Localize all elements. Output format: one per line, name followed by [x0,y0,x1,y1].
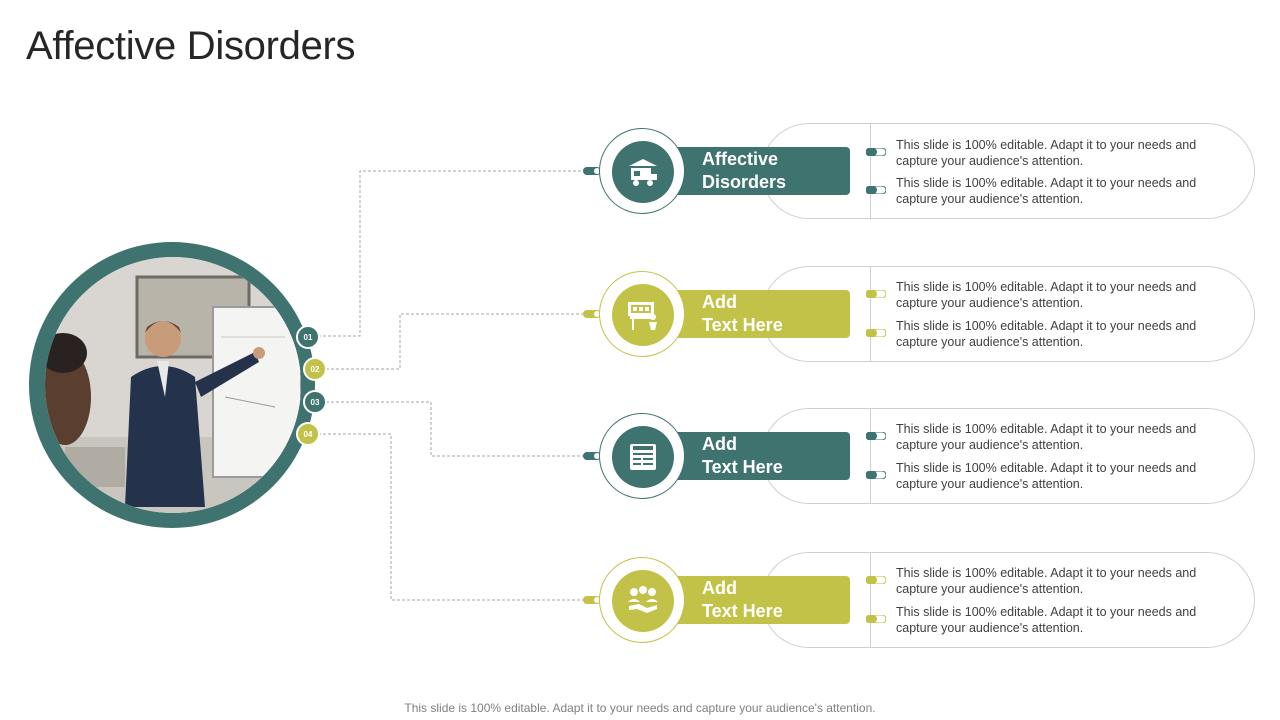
number-badge-03: 03 [303,390,327,414]
item-label-bar-3 [665,432,850,480]
item-label-3: Add Text Here [702,433,842,479]
connector-line-4 [318,433,588,601]
handshake-group-icon [612,570,674,632]
item-icon-ring-2 [599,271,685,357]
item-divider-4 [870,552,871,648]
food-stall-icon [612,284,674,346]
item-1-point-2: This slide is 100% editable. Adapt it to… [896,176,1197,206]
presenter-photo [45,257,301,513]
bullet-marker [866,615,886,623]
item-4-point-2: This slide is 100% editable. Adapt it to… [896,605,1197,635]
item-2-point-1: This slide is 100% editable. Adapt it to… [896,280,1197,310]
item-3-point-2: This slide is 100% editable. Adapt it to… [896,461,1197,491]
item-icon-ring-1 [599,128,685,214]
item-4-point-1: This slide is 100% editable. Adapt it to… [896,566,1197,596]
food-truck-icon [612,141,674,203]
item-label-bar-4 [665,576,850,624]
item-icon-ring-4 [599,557,685,643]
item-label-1-line1: Affective [702,149,779,169]
item-icon-ring-3 [599,413,685,499]
page-title: Affective Disorders [26,24,356,68]
bullet-marker [866,471,886,479]
bullet-marker [866,432,886,440]
footer-note: This slide is 100% editable. Adapt it to… [404,701,876,715]
bullet-marker [866,148,886,156]
item-label-bar-1 [665,147,850,195]
item-divider-2 [870,266,871,362]
connector-line-1 [318,170,588,337]
item-3-point-1: This slide is 100% editable. Adapt it to… [896,422,1197,452]
menu-board-icon [612,426,674,488]
item-label-2: Add Text Here [702,291,842,337]
item-divider-3 [870,408,871,504]
item-label-3-line2: Text Here [702,457,783,477]
item-divider-1 [870,123,871,219]
item-label-3-line1: Add [702,434,737,454]
connector-line-2 [326,313,588,370]
number-badge-01: 01 [296,325,320,349]
number-badge-04: 04 [296,422,320,446]
item-label-2-line2: Text Here [702,315,783,335]
connector-line-3 [326,401,588,457]
item-2-point-2: This slide is 100% editable. Adapt it to… [896,319,1197,349]
item-1-point-1: This slide is 100% editable. Adapt it to… [896,138,1197,168]
number-badge-02: 02 [303,357,327,381]
bullet-marker [866,290,886,298]
bullet-marker [866,576,886,584]
item-label-1-line2: Disorders [702,172,787,192]
item-label-4-line1: Add [702,578,737,598]
bullet-marker [866,329,886,337]
bullet-marker [866,186,886,194]
item-label-4: Add Text Here [702,577,842,623]
item-label-4-line2: Text Here [702,601,783,621]
item-label-2-line1: Add [702,292,737,312]
item-label-1: Affective Disorders [702,148,842,194]
item-label-bar-2 [665,290,850,338]
